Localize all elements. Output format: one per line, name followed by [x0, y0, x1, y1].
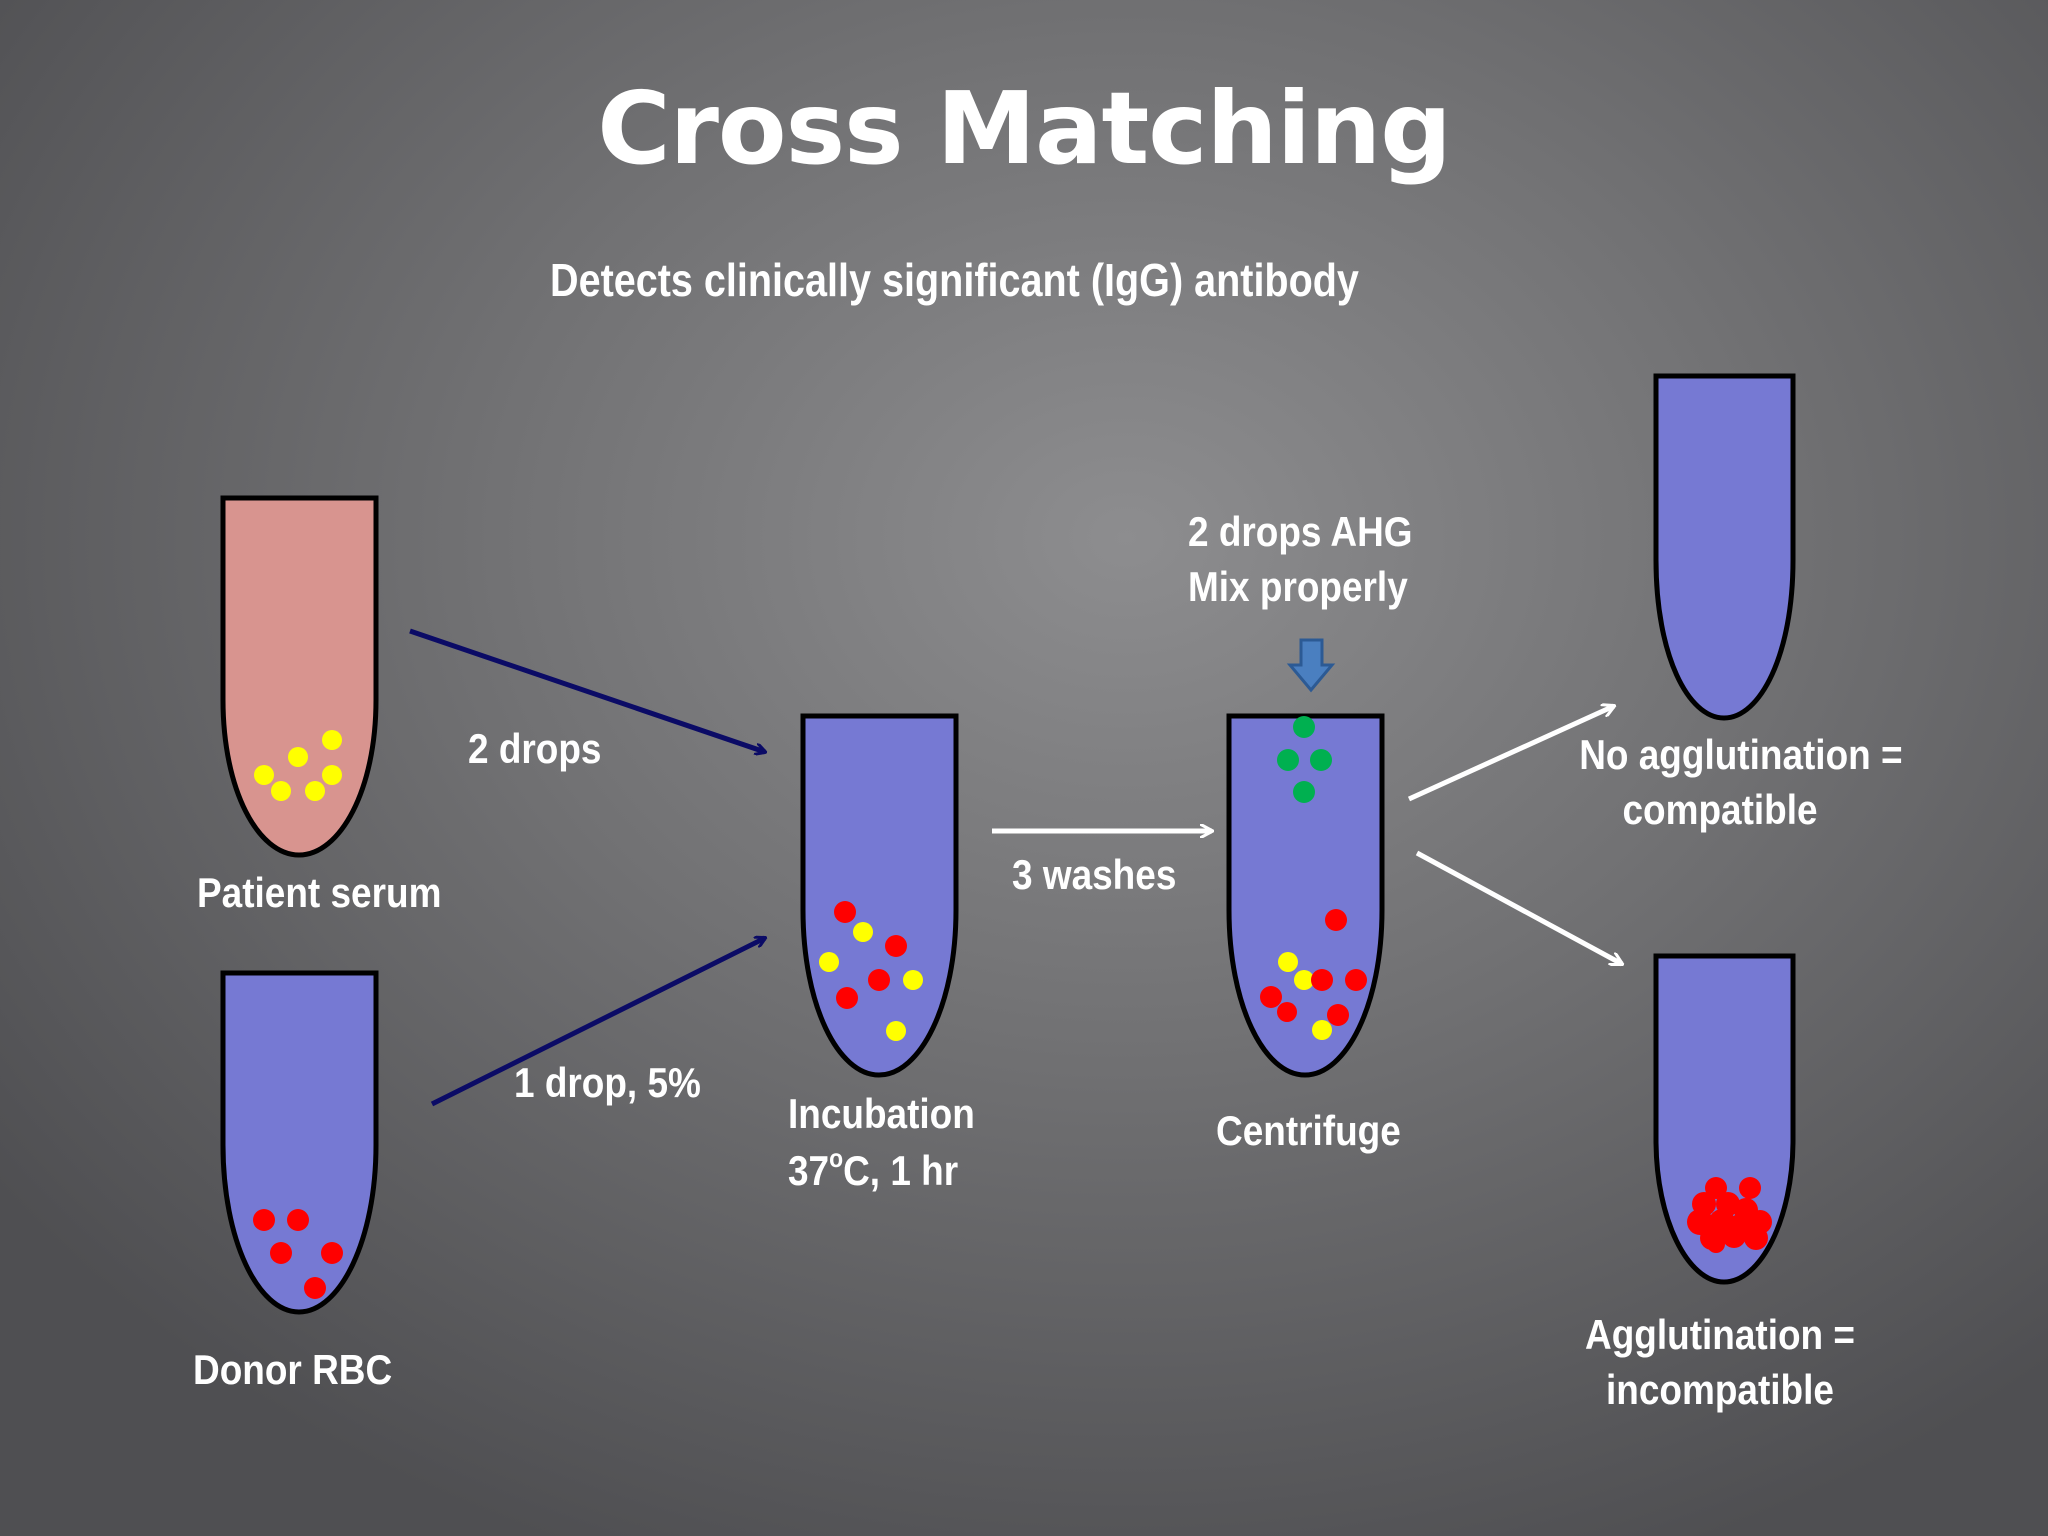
incubation-label: Incubation 37oC, 1 hr	[788, 1087, 975, 1198]
centrifuge-settled-cells	[1260, 909, 1367, 1040]
agglutination-line-2: incompatible	[1606, 1365, 1834, 1413]
serum-to-incubation-arrow	[409, 628, 765, 752]
donor-rbc-label: Donor RBC	[193, 1346, 393, 1393]
no-agglutination-line-2: compatible	[1622, 785, 1818, 833]
three-washes-label: 3 washes	[1012, 851, 1177, 898]
one-drop-label: 1 drop, 5%	[514, 1059, 701, 1106]
incubation-line-2: 37oC, 1 hr	[788, 1142, 959, 1194]
no-agglutination-label: No agglutination = compatible	[1579, 728, 1903, 837]
two-drops-label: 2 drops	[468, 725, 602, 772]
ahg-down-arrow-icon	[1286, 638, 1336, 693]
to-incompatible-arrow	[1415, 850, 1622, 967]
no-agglutination-line-1: No agglutination =	[1579, 731, 1903, 778]
patient-serum-label: Patient serum	[197, 869, 442, 916]
to-compatible-arrow	[1407, 706, 1614, 802]
centrifuge-tube	[1226, 713, 1385, 1078]
agglutinated-cell-clump	[1687, 1177, 1772, 1253]
agglutination-label: Agglutination = incompatible	[1579, 1308, 1861, 1417]
centrifuge-label: Centrifuge	[1216, 1107, 1401, 1154]
rbc-to-incubation-arrow	[430, 938, 765, 1107]
ahg-label: 2 drops AHG Mix properly	[1188, 505, 1413, 614]
incompatible-tube	[1653, 953, 1796, 1285]
incubation-tube	[800, 713, 959, 1078]
serum-yellow-cells	[254, 730, 342, 801]
agglutination-line-1: Agglutination =	[1585, 1311, 1855, 1358]
ahg-line-2: Mix properly	[1188, 562, 1408, 610]
compatible-tube	[1653, 373, 1796, 721]
slide-title: Cross Matching	[597, 70, 1452, 187]
donor-red-cells	[253, 1209, 343, 1299]
donor-rbc-tube	[220, 970, 379, 1315]
incubation-line-1: Incubation	[788, 1090, 975, 1137]
slide-subtitle: Detects clinically significant (IgG) ant…	[550, 254, 1359, 306]
centrifuge-green-cells	[1277, 716, 1332, 803]
patient-serum-tube	[220, 495, 379, 858]
incubation-cells	[819, 901, 923, 1041]
ahg-line-1: 2 drops AHG	[1188, 508, 1413, 555]
